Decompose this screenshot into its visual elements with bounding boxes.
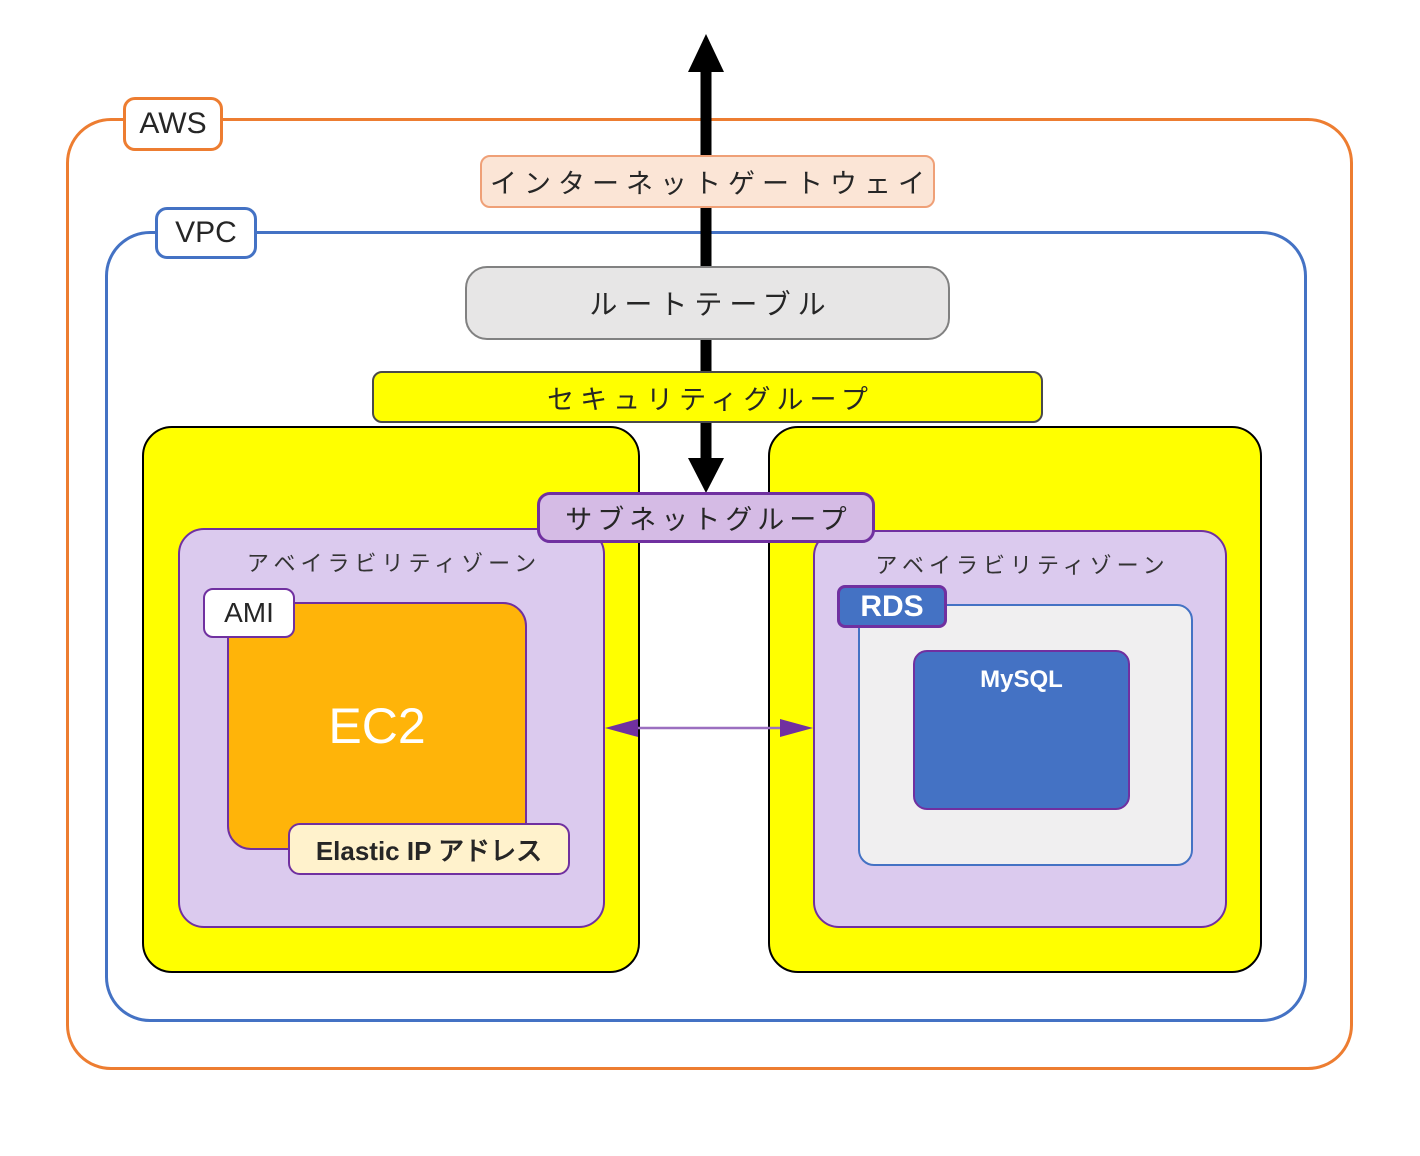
subnet-group-node: サブネットグループ xyxy=(537,492,875,543)
ec2-node: EC2 xyxy=(227,602,527,850)
rds-label: RDS xyxy=(837,585,947,628)
internet-gateway-node: インターネットゲートウェイ xyxy=(480,155,935,208)
availability-zone-right-label: アベイラビリティゾーン xyxy=(875,553,1170,578)
route-table-node: ルートテーブル xyxy=(465,266,950,340)
ami-label: AMI xyxy=(203,588,295,638)
aws-label: AWS xyxy=(123,97,223,151)
security-group-node: セキュリティグループ xyxy=(372,371,1043,423)
elastic-ip-node: Elastic IP アドレス xyxy=(288,823,570,875)
vpc-label: VPC xyxy=(155,207,257,259)
mysql-node: MySQL xyxy=(913,650,1130,810)
availability-zone-left-label: アベイラビリティゾーン xyxy=(246,551,542,576)
